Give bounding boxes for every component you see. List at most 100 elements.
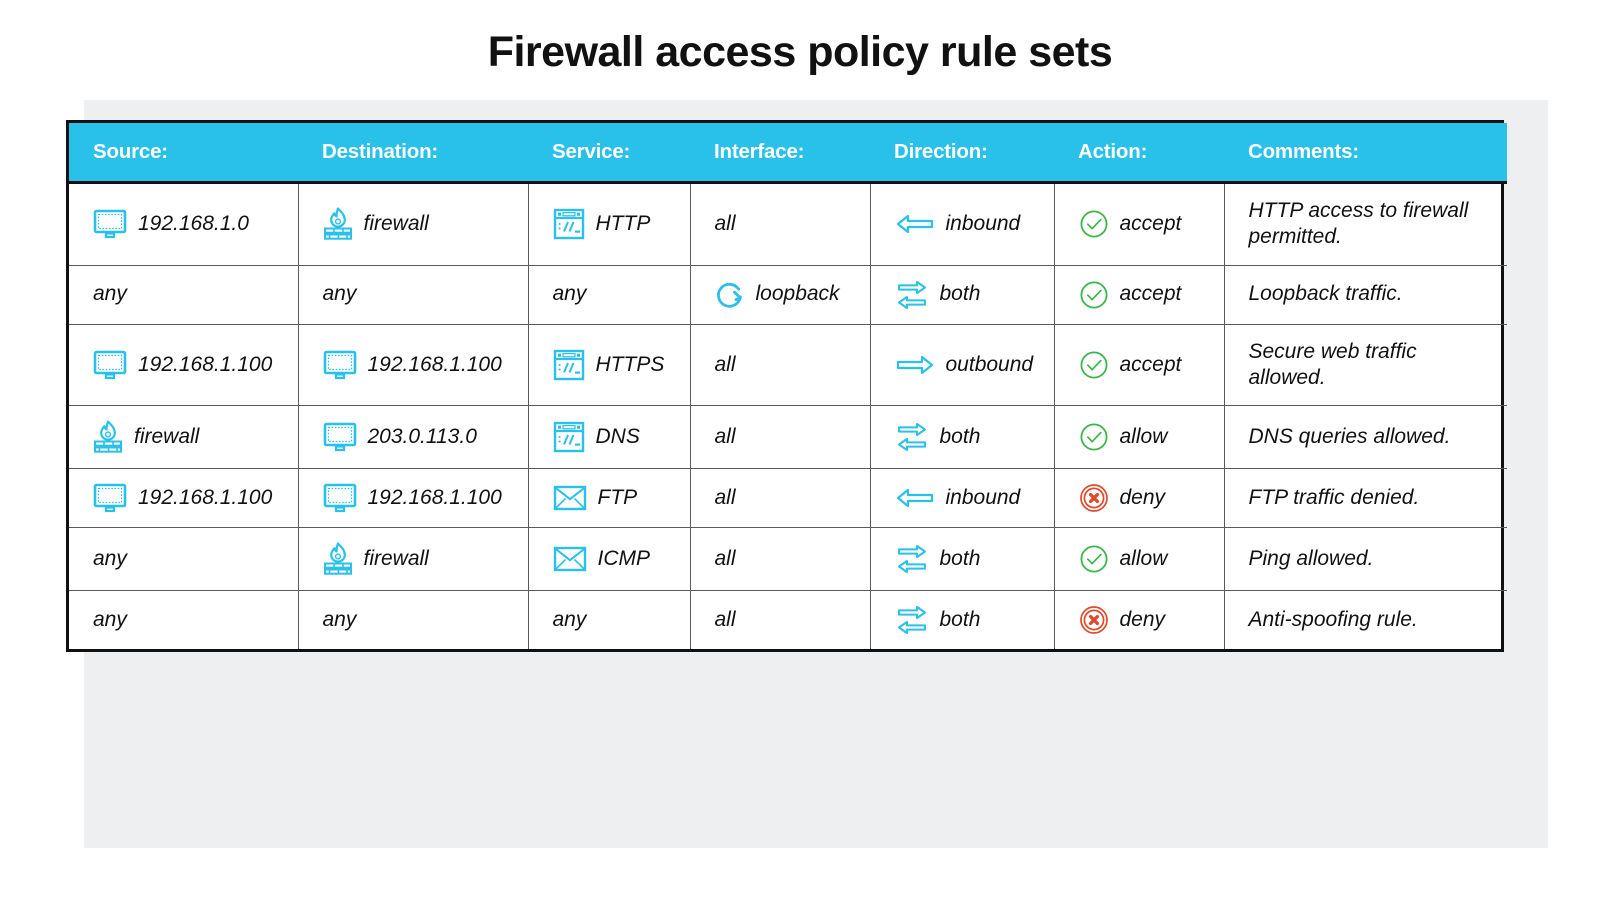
cell-interface: all	[690, 405, 871, 469]
cell-service-label: any	[552, 282, 587, 306]
x-circle-icon	[1079, 483, 1109, 513]
monitor-icon	[93, 483, 127, 513]
cell-service: any	[528, 265, 691, 325]
cell-service-label: DNS	[595, 424, 640, 448]
check-circle-icon	[1079, 422, 1109, 452]
cell-destination-label: any	[322, 282, 357, 306]
cell-source: 192.168.1.100	[69, 324, 299, 406]
column-header-action[interactable]: Action:	[1054, 123, 1224, 183]
cell-source-label: 192.168.1.100	[138, 485, 273, 509]
cell-service-label: HTTPS	[595, 352, 665, 376]
cell-interface: all	[690, 468, 871, 528]
column-header-comments[interactable]: Comments:	[1224, 123, 1507, 183]
cell-interface-label: all	[714, 212, 736, 236]
cell-destination-label: 203.0.113.0	[367, 424, 477, 448]
page-title: Firewall access policy rule sets	[487, 28, 1113, 76]
browser-window-icon	[553, 208, 585, 240]
cell-action-label: accept	[1119, 352, 1182, 376]
arrow-left-icon	[895, 487, 935, 509]
cell-service-label: any	[552, 607, 587, 631]
arrows-both-icon	[895, 605, 929, 635]
cell-direction-label: both	[939, 424, 981, 448]
cell-action: allow	[1054, 527, 1225, 591]
cell-interface-label: all	[714, 485, 736, 509]
cell-comments: Loopback traffic.	[1224, 265, 1507, 325]
cell-destination-label: firewall	[363, 212, 429, 236]
cell-direction-label: inbound	[945, 212, 1021, 236]
cell-interface-label: all	[714, 546, 736, 570]
cell-service-label: HTTP	[595, 212, 651, 236]
table-row: 192.168.1.0 firewall HTTP all inbound accept H…	[69, 182, 1507, 266]
cell-direction-label: both	[939, 282, 981, 306]
cell-interface: all	[690, 182, 871, 266]
cell-action-label: accept	[1119, 212, 1182, 236]
arrow-right-icon	[895, 354, 935, 376]
arrows-both-icon	[895, 422, 929, 452]
comment-text: FTP traffic denied.	[1248, 485, 1420, 509]
monitor-icon	[93, 209, 127, 239]
column-header-source[interactable]: Source:	[69, 123, 298, 183]
cell-interface-label: all	[714, 607, 736, 631]
cell-comments: DNS queries allowed.	[1224, 405, 1507, 469]
cell-direction: inbound	[870, 468, 1055, 528]
cell-source: 192.168.1.100	[69, 468, 299, 528]
cell-destination-label: 192.168.1.100	[367, 485, 502, 509]
column-header-destination[interactable]: Destination:	[298, 123, 528, 183]
cell-destination-label: any	[322, 607, 357, 631]
cell-action-label: accept	[1119, 282, 1182, 306]
cell-interface-label: all	[714, 352, 736, 376]
cell-service: ICMP	[528, 527, 691, 591]
arrows-both-icon	[895, 544, 929, 574]
column-header-interface[interactable]: Interface:	[690, 123, 870, 183]
cell-service: DNS	[528, 405, 691, 469]
cell-source-label: any	[93, 607, 127, 631]
cell-action-label: allow	[1119, 424, 1168, 448]
browser-window-icon	[553, 349, 585, 381]
cell-interface: loopback	[690, 265, 871, 325]
cell-source: firewall	[69, 405, 299, 469]
cell-destination: firewall	[298, 182, 529, 266]
table-header: Source: Destination: Service: Interface:…	[69, 123, 1507, 183]
cell-action: deny	[1054, 590, 1225, 649]
check-circle-icon	[1079, 280, 1109, 310]
rules-table-container: Source: Destination: Service: Interface:…	[66, 120, 1507, 652]
cell-action: accept	[1054, 265, 1225, 325]
column-header-service[interactable]: Service:	[528, 123, 690, 183]
cell-destination: firewall	[298, 527, 529, 591]
cell-direction-label: outbound	[945, 352, 1034, 376]
cell-source-label: firewall	[134, 424, 200, 448]
cell-source: any	[69, 265, 299, 325]
comment-text: Ping allowed.	[1248, 546, 1374, 570]
cell-destination: 203.0.113.0	[298, 405, 529, 469]
column-header-direction[interactable]: Direction:	[870, 123, 1054, 183]
cell-direction: both	[870, 527, 1055, 591]
cell-source-label: any	[93, 546, 127, 570]
check-circle-icon	[1079, 209, 1109, 239]
monitor-icon	[323, 422, 357, 452]
cell-source-label: any	[93, 282, 127, 306]
monitor-icon	[323, 483, 357, 513]
cell-service: any	[528, 590, 691, 649]
firewall-icon	[93, 420, 123, 454]
cell-destination: any	[298, 590, 529, 649]
comment-text: Loopback traffic.	[1248, 282, 1403, 306]
cell-source: 192.168.1.0	[69, 182, 299, 266]
cell-direction-label: inbound	[945, 485, 1021, 509]
cell-destination: 192.168.1.100	[298, 468, 529, 528]
arrows-both-icon	[895, 280, 929, 310]
cell-service: FTP	[528, 468, 691, 528]
table-row: firewall 203.0.113.0 DNS all both allow DNS qu…	[69, 405, 1507, 469]
cell-interface: all	[690, 590, 871, 649]
x-circle-icon	[1079, 605, 1109, 635]
cell-interface: all	[690, 527, 871, 591]
cell-interface-label: all	[714, 424, 736, 448]
comment-text: HTTP access to firewall permitted.	[1248, 199, 1469, 249]
cell-destination: any	[298, 265, 529, 325]
cell-source: any	[69, 527, 299, 591]
monitor-icon	[93, 350, 127, 380]
check-circle-icon	[1079, 544, 1109, 574]
